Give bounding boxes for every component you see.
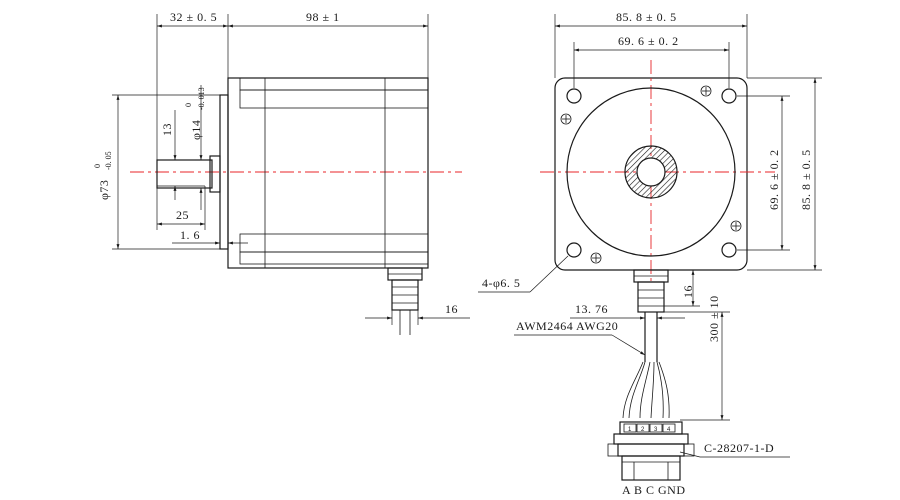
svg-text:0: 0 bbox=[93, 164, 102, 168]
mount-hole-br bbox=[721, 242, 737, 258]
body-bottom-band-inner bbox=[239, 251, 429, 265]
label-body-length: 98 ± 1 bbox=[306, 10, 340, 24]
label-gland-width: 16 bbox=[445, 302, 458, 316]
label-flange-width: 85. 8 ± 0. 5 bbox=[616, 10, 677, 24]
front-gland-body bbox=[637, 281, 665, 313]
label-flat-length: 25 bbox=[176, 208, 189, 222]
body-top-band-inner bbox=[239, 89, 429, 109]
connector-pin-cell bbox=[649, 423, 663, 433]
svg-text:69. 6 ± 0. 2: 69. 6 ± 0. 2 bbox=[767, 149, 781, 210]
connector-collar bbox=[613, 433, 689, 445]
shaft bbox=[156, 159, 213, 189]
label-flat-depth: 13 bbox=[160, 123, 174, 136]
svg-text:16: 16 bbox=[681, 285, 695, 298]
pin-number: 3 bbox=[654, 427, 658, 433]
mount-hole-tl bbox=[566, 88, 582, 104]
pin-number: 4 bbox=[667, 427, 671, 433]
connector-body bbox=[617, 443, 685, 457]
label-shaft-length: 32 ± 0. 5 bbox=[170, 10, 217, 24]
connector-housing bbox=[621, 455, 681, 481]
connector-pin-cell bbox=[623, 423, 637, 433]
front-shaft-bore bbox=[636, 157, 666, 187]
connector-pin-cell bbox=[662, 423, 676, 433]
svg-text:-0. 013: -0. 013 bbox=[197, 87, 206, 110]
label-lead-length: 300 ± 10 bbox=[707, 295, 721, 342]
svg-text:0: 0 bbox=[184, 103, 193, 107]
leader-mount-holes bbox=[529, 255, 569, 293]
connector: 1 2 3 4 bbox=[607, 421, 695, 481]
svg-text:-0. 05: -0. 05 bbox=[104, 151, 113, 170]
pin-number: 2 bbox=[641, 427, 645, 433]
front-view: 85. 8 ± 0. 5 69. 6 ± 0. 2 69. 6 ± 0. 2 8… bbox=[478, 10, 822, 497]
front-body-circle bbox=[566, 87, 736, 257]
svg-text:φ14: φ14 bbox=[189, 120, 203, 140]
label-connector-part: C-28207-1-D bbox=[704, 441, 774, 455]
side-view: 32 ± 0. 5 98 ± 1 φ73 0 -0. 05 φ14 0 -0. … bbox=[93, 10, 470, 335]
mount-hole-bl bbox=[566, 242, 582, 258]
svg-text:13: 13 bbox=[160, 123, 174, 136]
leader-connector-part bbox=[679, 451, 701, 458]
connector-pin-cell bbox=[636, 423, 650, 433]
label-wire-spec: AWM2464 AWG20 bbox=[516, 319, 618, 333]
screw-head-icon bbox=[700, 85, 712, 97]
label-mount-holes: 4-φ6. 5 bbox=[482, 276, 520, 290]
label-pilot-depth: 1. 6 bbox=[180, 228, 200, 242]
svg-text:300 ± 10: 300 ± 10 bbox=[707, 295, 721, 342]
screw-head-icon bbox=[560, 113, 572, 125]
label-flange-height: 85. 8 ± 0. 5 bbox=[799, 149, 813, 210]
mount-hole-tr bbox=[721, 88, 737, 104]
connector-latch-right bbox=[683, 443, 695, 457]
svg-text:85. 8 ± 0. 5: 85. 8 ± 0. 5 bbox=[799, 149, 813, 210]
label-gland-height: 16 bbox=[681, 285, 695, 298]
screw-head-icon bbox=[590, 252, 602, 264]
label-bolt-spacing-v: 69. 6 ± 0. 2 bbox=[767, 149, 781, 210]
pin-number: 1 bbox=[628, 427, 632, 433]
label-bolt-spacing-h: 69. 6 ± 0. 2 bbox=[618, 34, 679, 48]
connector-latch-left bbox=[607, 443, 619, 457]
svg-text:φ73: φ73 bbox=[97, 180, 111, 200]
screw-head-icon bbox=[730, 220, 742, 232]
label-shaft-dia: φ14 0 -0. 013 bbox=[184, 87, 206, 140]
leader-wire-spec-diag bbox=[611, 334, 646, 356]
wire-bundle bbox=[622, 361, 670, 419]
motor-body bbox=[227, 77, 429, 269]
body-top-band bbox=[239, 77, 429, 91]
body-bottom-band bbox=[239, 233, 429, 253]
label-gland-offset: 13. 76 bbox=[575, 302, 608, 316]
label-pilot-dia: φ73 0 -0. 05 bbox=[93, 151, 113, 200]
label-pin-assignment: A B C GND bbox=[622, 483, 686, 497]
